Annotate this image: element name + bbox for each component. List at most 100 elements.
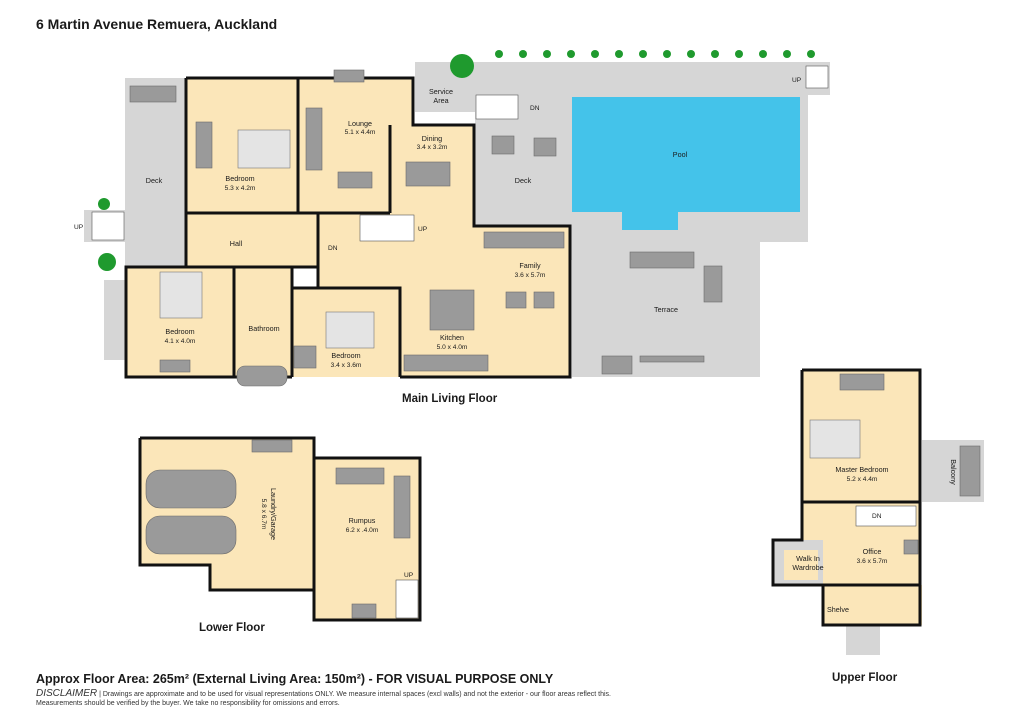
dining-label: Dining	[422, 134, 442, 143]
dining-table	[405, 161, 451, 187]
balcony-bench	[959, 445, 981, 497]
hall-label: Hall	[230, 239, 243, 248]
laundry-bench	[251, 439, 293, 453]
deck-chair-1	[491, 135, 515, 155]
family-chair-2	[533, 291, 555, 309]
stair-up-deck: UP	[792, 77, 802, 84]
wall-lower-outer	[138, 436, 422, 622]
bedroom3-label: Bedroom	[331, 351, 360, 360]
deck-right-label: Deck	[515, 176, 532, 185]
dining-dims: 3.4 x 3.2m	[417, 144, 448, 151]
rumpus-sofa-2	[393, 475, 411, 539]
deck-left-label: Deck	[146, 176, 163, 185]
office-dims: 3.6 x 5.7m	[857, 558, 888, 565]
stairs-deck	[805, 65, 829, 89]
bathroom-label: Bathroom	[248, 324, 279, 333]
stair-up-lower: UP	[404, 572, 414, 579]
rumpus-label: Rumpus	[349, 516, 376, 525]
floor-area-summary: Approx Floor Area: 265m² (External Livin…	[36, 672, 554, 686]
shrub-4	[567, 50, 575, 58]
shelve-label: Shelve	[827, 605, 849, 614]
kitchen-island	[429, 289, 475, 331]
master-bed	[809, 419, 861, 459]
deck-bench	[129, 85, 177, 103]
upper-floor-rooms	[802, 370, 922, 625]
terrace-sofa	[629, 251, 695, 269]
stair-up-entry: UP	[74, 224, 84, 231]
tree-3	[98, 253, 116, 271]
office-label: Office	[863, 547, 882, 556]
lounge-fireplace	[333, 69, 365, 83]
bedroom2-bed	[159, 271, 203, 319]
shrub-10	[711, 50, 719, 58]
disclaimer-label: DISCLAIMER	[36, 688, 98, 699]
bedroom2-desk	[159, 359, 191, 373]
tree-1	[450, 54, 474, 78]
office-chair	[903, 539, 919, 555]
master-sofa	[839, 373, 885, 391]
kitchen-dims: 5.0 x 4.0m	[437, 344, 468, 351]
rumpus-sofa	[335, 467, 385, 485]
garage-label: Laundry/Garage	[269, 488, 278, 540]
shrub-9	[687, 50, 695, 58]
bay-window	[104, 280, 126, 360]
service-label: Service	[429, 87, 453, 96]
hall-room	[186, 213, 318, 267]
car-1	[145, 469, 237, 509]
stairs-lower	[395, 579, 419, 619]
shrub-1	[495, 50, 503, 58]
upper-floor-label: Upper Floor	[832, 672, 898, 684]
terrace-bench	[639, 355, 705, 363]
lounge-chair	[337, 171, 373, 189]
bedroom1-bed	[237, 129, 291, 169]
bedroom2-dims: 4.1 x 4.0m	[165, 338, 196, 345]
rumpus-dims: 6.2 x .4.0m	[346, 527, 379, 534]
terrace-label: Terrace	[654, 305, 678, 314]
shrub-12	[759, 50, 767, 58]
bedroom3-dims: 3.4 x 3.6m	[331, 362, 362, 369]
shrub-14	[807, 50, 815, 58]
wall-bed3	[292, 286, 402, 377]
wardrobe-room	[784, 550, 818, 580]
wardrobe-label: Walk In	[796, 554, 820, 563]
shrub-8	[663, 50, 671, 58]
bedroom1-sofa	[195, 121, 213, 169]
stairs-main	[359, 214, 415, 242]
car-2	[145, 515, 237, 555]
family-sofa	[483, 231, 565, 249]
shrub-5	[591, 50, 599, 58]
main-floor: Bedroom 5.3 x 4.2m Lounge 5.1 x 4.4m Din…	[74, 50, 830, 387]
wall-main-outer	[186, 76, 572, 379]
service-label-2: Area	[433, 96, 448, 105]
lounge-label: Lounge	[348, 119, 372, 128]
shrub-13	[783, 50, 791, 58]
main-floor-label: Main Living Floor	[402, 393, 498, 405]
bedroom1-label: Bedroom	[225, 174, 254, 183]
plan-title: 6 Martin Avenue Remuera, Auckland	[36, 16, 278, 32]
stairs-entry	[91, 211, 125, 241]
bathtub	[236, 365, 288, 387]
lower-floor: Laundry/Garage 5.8 x 6.7m Rumpus 6.2 x .…	[138, 436, 422, 622]
garage-dims: 5.8 x 6.7m	[260, 499, 267, 530]
bathroom-room	[234, 267, 292, 377]
shrub-11	[735, 50, 743, 58]
shrub-6	[615, 50, 623, 58]
stairs-service	[475, 94, 519, 120]
lounge-dims: 5.1 x 4.4m	[345, 129, 376, 136]
disclaimer: DISCLAIMER | Drawings are approximate an…	[36, 689, 636, 708]
stair-dn-service: DN	[530, 105, 540, 112]
family-label: Family	[519, 261, 541, 270]
shrub-3	[543, 50, 551, 58]
stair-up-main: UP	[418, 226, 428, 233]
upper-floor: Master Bedroom 5.2 x 4.4m Balcony Office…	[771, 368, 984, 655]
terrace-bbq	[601, 355, 633, 375]
pool	[572, 97, 800, 230]
family-dims: 3.6 x 5.7m	[515, 272, 546, 279]
kitchen-label: Kitchen	[440, 333, 464, 342]
stair-dn-upper: DN	[872, 513, 882, 520]
bedroom2-label: Bedroom	[165, 327, 194, 336]
stairs-upper	[855, 505, 917, 527]
wardrobe-label-2: Wardrobe	[792, 563, 823, 572]
pool-label: Pool	[673, 150, 688, 159]
